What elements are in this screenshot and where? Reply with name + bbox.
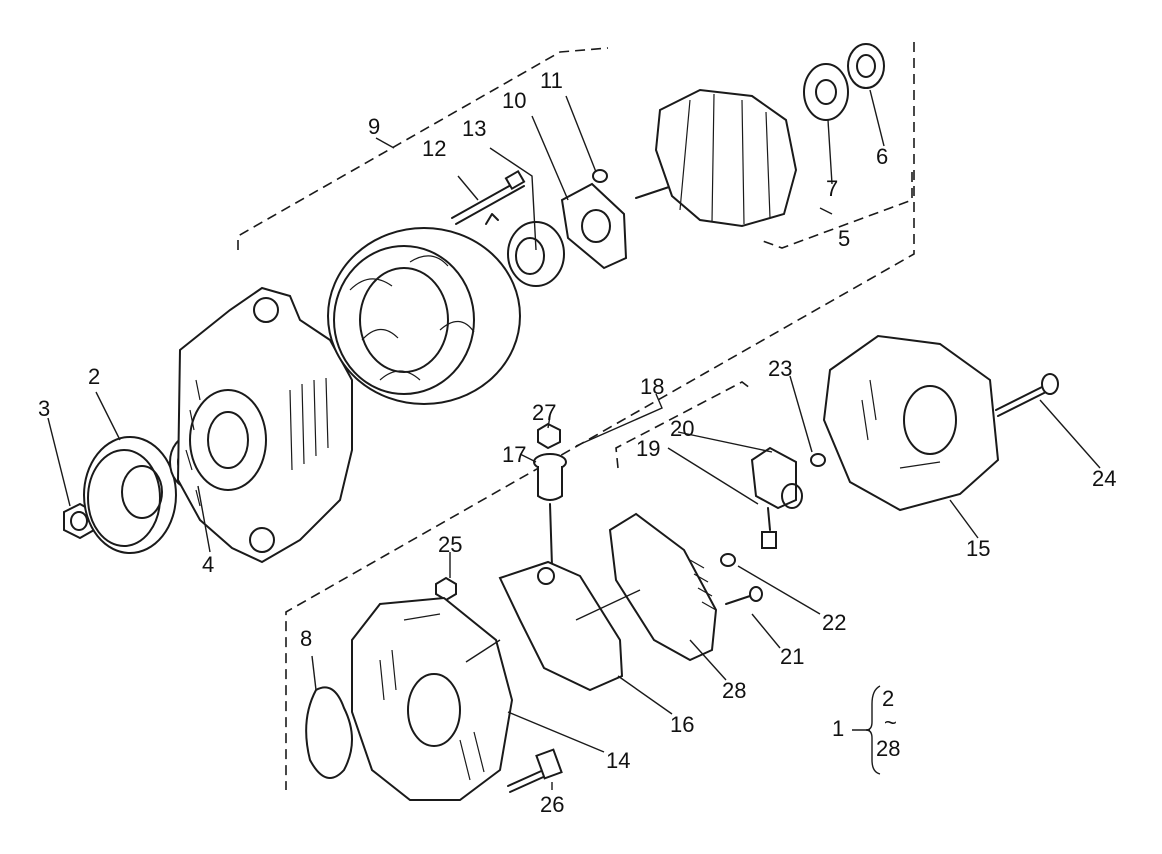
range-separator: ~ xyxy=(884,710,897,735)
callout-18: 18 xyxy=(640,374,664,399)
range-note: 2 ~ 28 xyxy=(852,685,900,775)
part-10-plate xyxy=(560,182,628,270)
callout-8: 8 xyxy=(300,626,312,651)
callout-6: 6 xyxy=(876,144,888,169)
part-7-bearing xyxy=(803,63,849,121)
main-bracket xyxy=(285,42,915,790)
part-2-pulley xyxy=(83,436,177,554)
callout-5: 5 xyxy=(838,226,850,251)
callout-26: 26 xyxy=(540,792,564,817)
callout-2: 2 xyxy=(88,364,100,389)
part-front-housing xyxy=(176,286,353,564)
callout-24: 24 xyxy=(1092,466,1116,491)
callout-28: 28 xyxy=(722,678,746,703)
part-21-screw xyxy=(725,586,763,605)
part-16-rectifier xyxy=(498,503,624,692)
callout-11: 11 xyxy=(540,68,563,93)
part-17-insulator xyxy=(533,453,567,501)
callout-19: 19 xyxy=(636,436,660,461)
group-bracket-9 xyxy=(237,47,609,250)
part-24-bolt xyxy=(995,373,1059,417)
callout-7: 7 xyxy=(826,176,838,201)
callout-4: 4 xyxy=(202,552,214,577)
callout-25: 25 xyxy=(438,532,462,557)
part-stator xyxy=(327,227,521,405)
group-bracket-18 xyxy=(615,381,751,469)
part-11-screw xyxy=(592,169,608,183)
part-15-rear-cover xyxy=(822,334,1000,512)
part-25-nut xyxy=(435,576,457,602)
callout-12: 12 xyxy=(422,136,446,161)
callout-16: 16 xyxy=(670,712,694,737)
callout-15: 15 xyxy=(966,536,990,561)
callout-27: 27 xyxy=(532,400,556,425)
part-27-nut xyxy=(537,422,561,450)
part-rotor xyxy=(635,88,798,228)
callout-21: 21 xyxy=(780,644,804,669)
range-to: 28 xyxy=(876,736,900,761)
callout-22: 22 xyxy=(822,610,846,635)
part-20-brush-holder xyxy=(750,446,803,510)
leader-lines xyxy=(47,89,1101,790)
callout-9: 9 xyxy=(368,114,380,139)
part-12-stud xyxy=(451,169,526,225)
part-28-regulator xyxy=(608,512,718,662)
callout-labels: 9 12 13 10 11 6 7 5 2 3 4 18 27 17 19 20… xyxy=(38,68,1116,817)
part-14-rear-housing xyxy=(351,596,514,801)
callout-13: 13 xyxy=(462,116,486,141)
callout-1: 1 xyxy=(832,716,844,741)
part-23-screw xyxy=(810,453,826,467)
part-13-bearing xyxy=(485,213,565,287)
callout-20: 20 xyxy=(670,416,694,441)
part-26-bolt xyxy=(507,748,563,793)
callout-10: 10 xyxy=(502,88,526,113)
callout-14: 14 xyxy=(606,748,630,773)
group-bracket-5 xyxy=(759,172,913,249)
part-19-brush xyxy=(761,507,777,549)
callout-23: 23 xyxy=(768,356,792,381)
part-22-screw xyxy=(720,553,736,567)
callout-17: 17 xyxy=(502,442,526,467)
part-6-cover xyxy=(847,43,885,89)
callout-3: 3 xyxy=(38,396,50,421)
range-from: 2 xyxy=(882,686,894,711)
part-8-seal xyxy=(305,686,353,779)
